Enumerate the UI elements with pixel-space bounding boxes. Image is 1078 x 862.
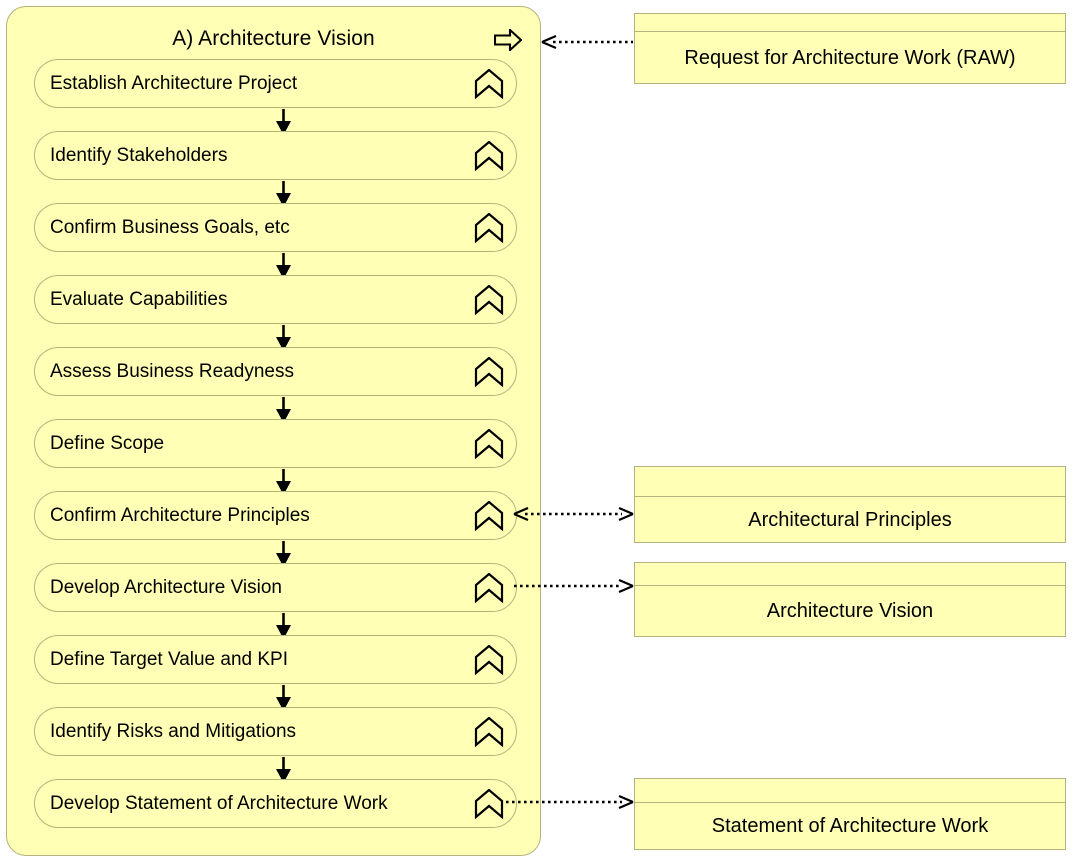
flow-arrow-icon xyxy=(275,397,292,424)
process-step-label: Confirm Architecture Principles xyxy=(50,504,310,526)
flow-arrow-icon xyxy=(275,181,292,208)
flow-arrow-icon xyxy=(275,757,292,784)
deliverable-body: Statement of Architecture Work xyxy=(635,803,1065,849)
deliverable-box[interactable]: Request for Architecture Work (RAW) xyxy=(634,13,1066,84)
process-step[interactable]: Assess Business Readyness xyxy=(34,347,517,396)
process-chevron-icon xyxy=(474,356,504,387)
process-step-label: Establish Architecture Project xyxy=(50,72,298,94)
flow-arrow-icon xyxy=(275,541,292,568)
process-chevron-icon xyxy=(474,572,504,603)
deliverable-body: Architecture Vision xyxy=(635,586,1065,636)
flow-arrow-icon xyxy=(275,685,292,712)
flow-arrow-icon xyxy=(275,613,292,640)
flow-arrow-icon xyxy=(275,325,292,352)
deliverable-label: Architecture Vision xyxy=(766,600,934,622)
process-step[interactable]: Define Scope xyxy=(34,419,517,468)
process-chevron-icon xyxy=(474,212,504,243)
architecture-vision-group[interactable]: A) Architecture Vision Establish Archite… xyxy=(6,6,541,856)
process-chevron-icon xyxy=(474,716,504,747)
process-step-label: Identify Risks and Mitigations xyxy=(50,720,297,742)
deliverable-label: Statement of Architecture Work xyxy=(711,815,989,837)
group-title: A) Architecture Vision xyxy=(172,27,375,50)
process-step[interactable]: Define Target Value and KPI xyxy=(34,635,517,684)
process-step-label: Identify Stakeholders xyxy=(50,144,228,166)
deliverable-body: Architectural Principles xyxy=(635,497,1065,542)
process-step-label: Develop Architecture Vision xyxy=(50,576,282,598)
flow-arrow-icon xyxy=(275,253,292,280)
process-step-label: Define Scope xyxy=(50,432,165,454)
process-step[interactable]: Identify Stakeholders xyxy=(34,131,517,180)
process-chevron-icon xyxy=(474,500,504,531)
business-process-arrow-icon xyxy=(493,27,523,53)
flow-arrow-icon xyxy=(275,469,292,496)
deliverable-label: Request for Architecture Work (RAW) xyxy=(684,46,1016,69)
process-step-label: Define Target Value and KPI xyxy=(50,648,289,670)
process-step-label: Assess Business Readyness xyxy=(50,360,294,382)
process-chevron-icon xyxy=(474,788,504,819)
process-step[interactable]: Develop Architecture Vision xyxy=(34,563,517,612)
process-step[interactable]: Evaluate Capabilities xyxy=(34,275,517,324)
process-chevron-icon xyxy=(474,284,504,315)
process-step[interactable]: Establish Architecture Project xyxy=(34,59,517,108)
process-step[interactable]: Confirm Architecture Principles xyxy=(34,491,517,540)
process-chevron-icon xyxy=(474,644,504,675)
deliverable-box[interactable]: Architectural Principles xyxy=(634,466,1066,543)
process-chevron-icon xyxy=(474,68,504,99)
deliverable-header-strip xyxy=(635,779,1065,803)
deliverable-body: Request for Architecture Work (RAW) xyxy=(635,32,1065,83)
process-step-label: Evaluate Capabilities xyxy=(50,288,228,310)
deliverable-header-strip xyxy=(635,14,1065,32)
process-chevron-icon xyxy=(474,428,504,459)
process-step-label: Confirm Business Goals, etc xyxy=(50,216,290,238)
deliverable-header-strip xyxy=(635,467,1065,497)
process-step[interactable]: Identify Risks and Mitigations xyxy=(34,707,517,756)
deliverable-header-strip xyxy=(635,563,1065,586)
deliverable-box[interactable]: Architecture Vision xyxy=(634,562,1066,637)
process-step[interactable]: Develop Statement of Architecture Work xyxy=(34,779,517,828)
process-step-label: Develop Statement of Architecture Work xyxy=(50,792,388,814)
association-connector xyxy=(541,32,634,52)
process-step[interactable]: Confirm Business Goals, etc xyxy=(34,203,517,252)
deliverable-box[interactable]: Statement of Architecture Work xyxy=(634,778,1066,850)
flow-arrow-icon xyxy=(275,109,292,136)
deliverable-label: Architectural Principles xyxy=(748,508,952,531)
process-chevron-icon xyxy=(474,140,504,171)
